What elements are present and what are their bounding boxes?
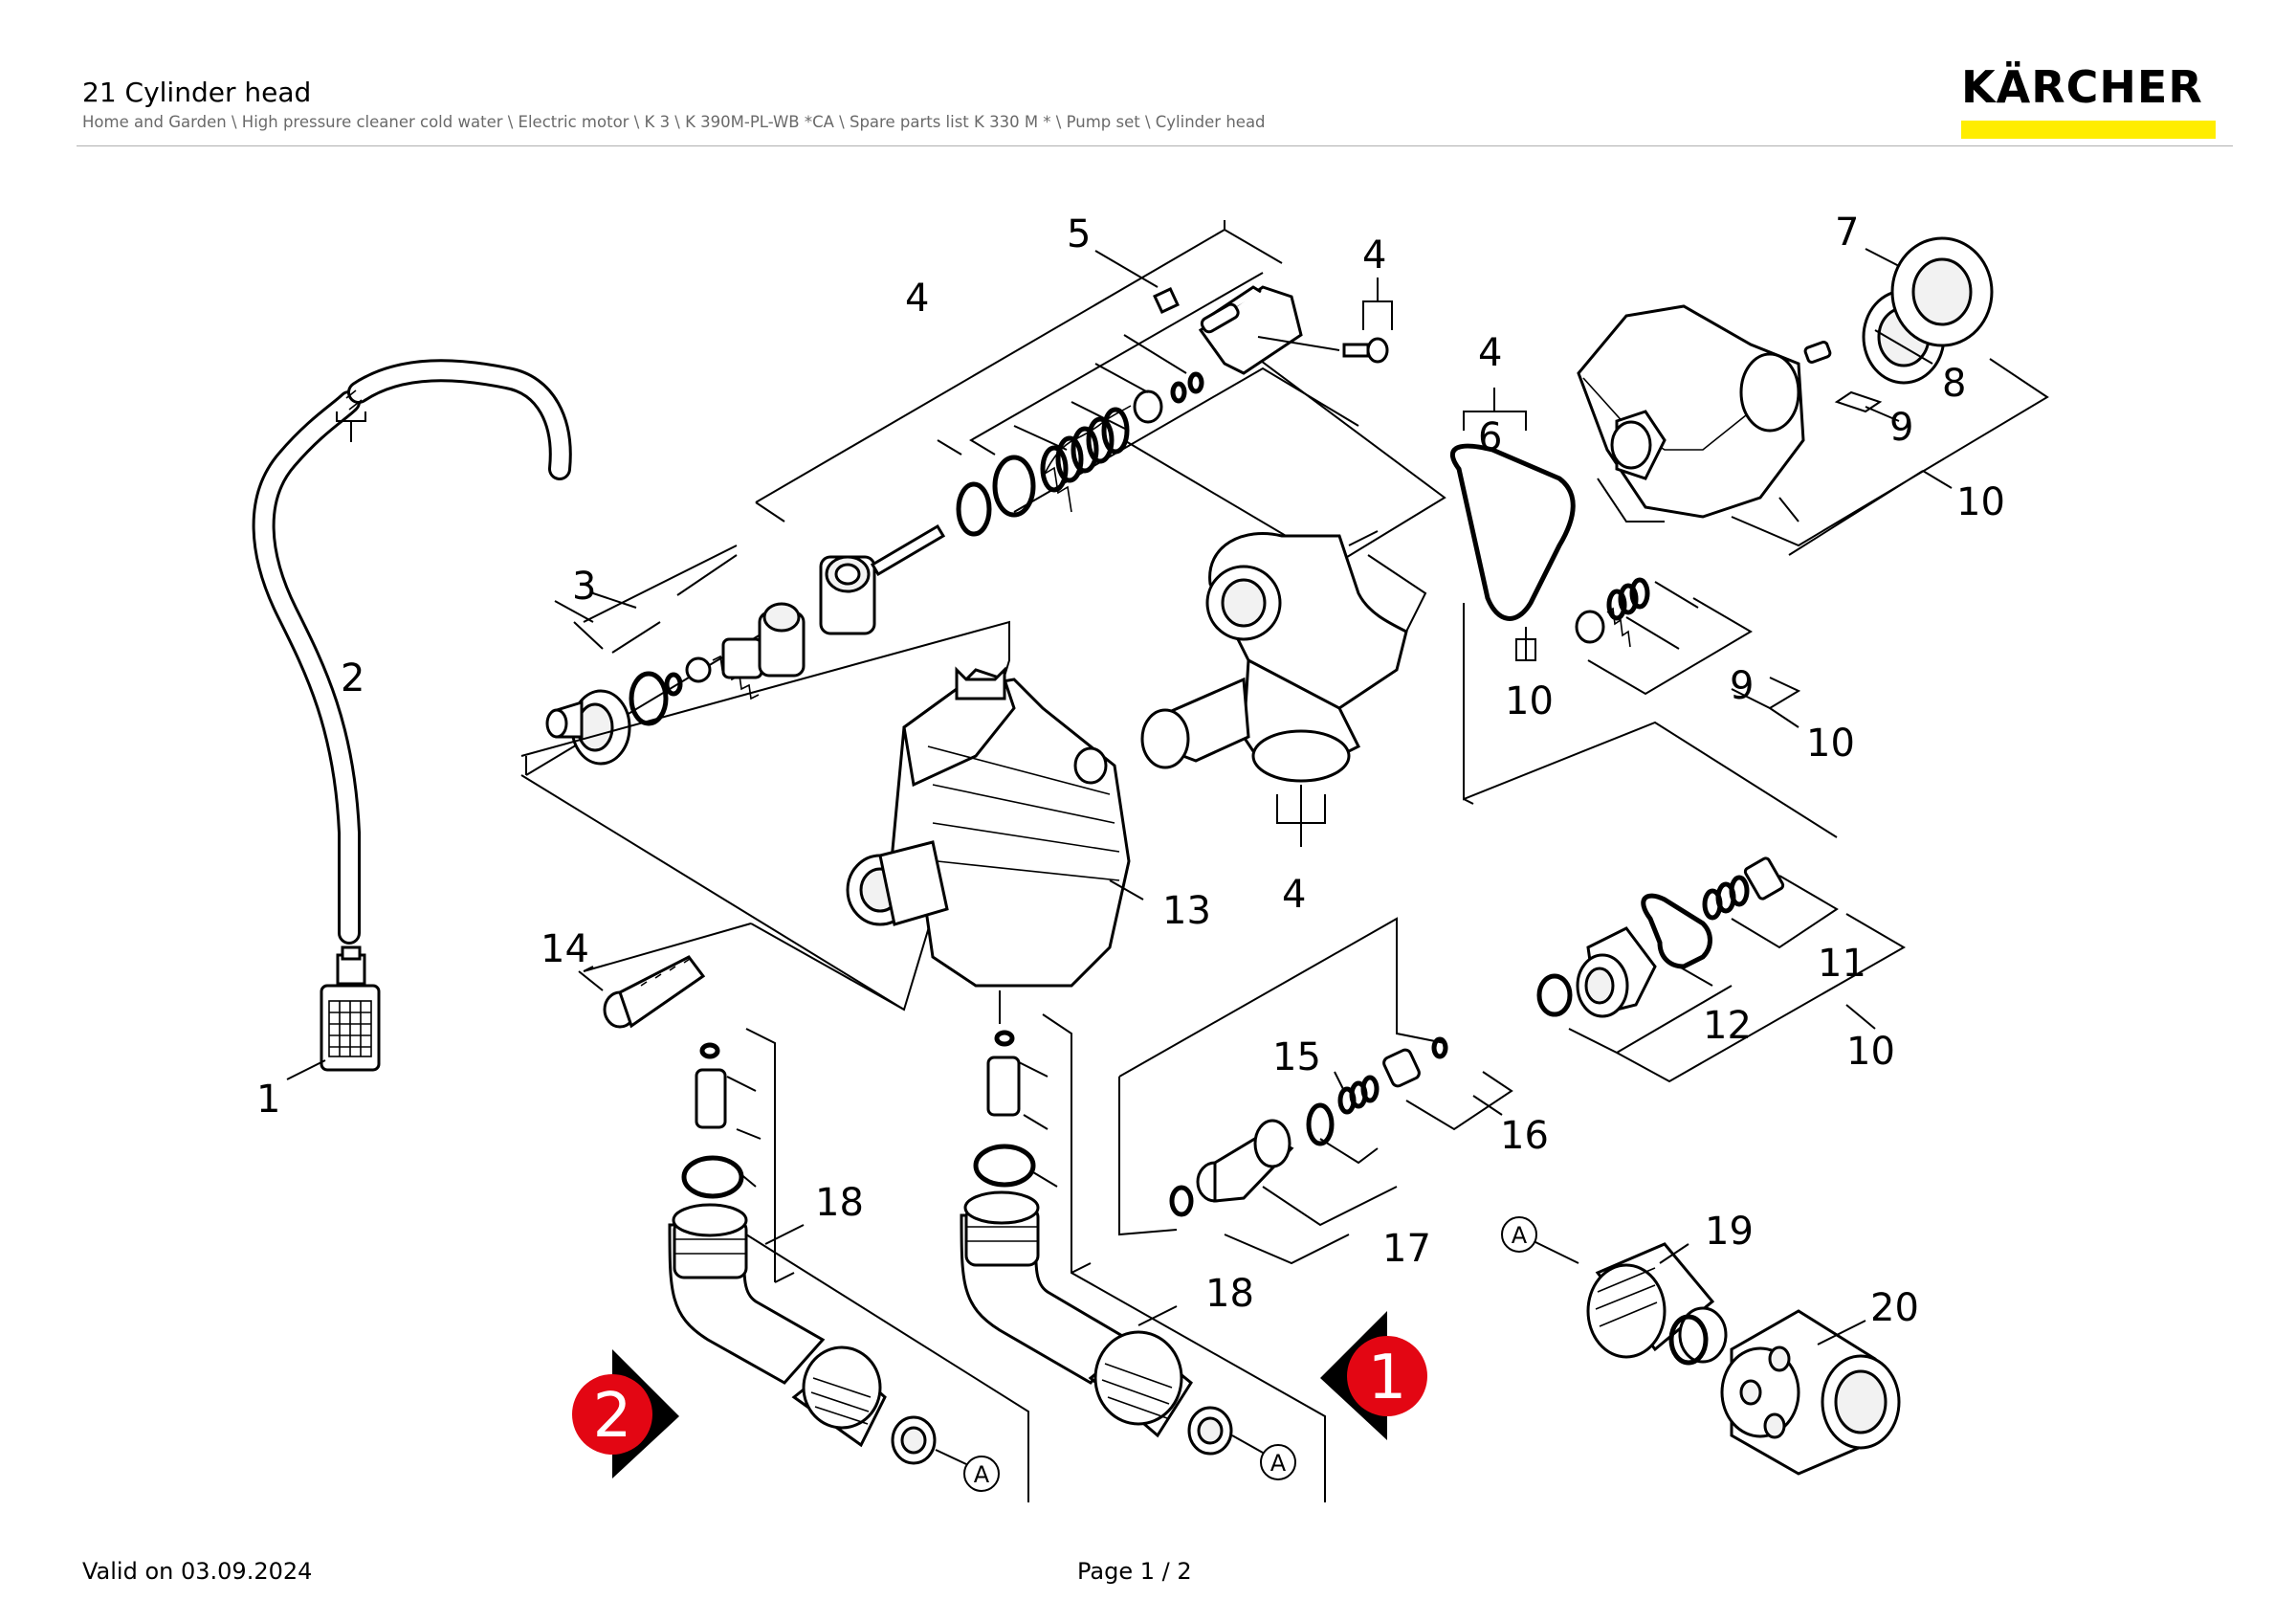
label-10-mid: 10 (1806, 722, 1855, 766)
marker-a-left: A (935, 1449, 1000, 1492)
badge-2: 2 (572, 1349, 679, 1478)
svg-text:1: 1 (1368, 1343, 1407, 1413)
label-9-upper: 9 (1889, 406, 1913, 450)
valid-date: Valid on 03.09.2024 (82, 1558, 313, 1585)
label-20: 20 (1870, 1286, 1919, 1330)
svg-text:A: A (1512, 1222, 1528, 1249)
valve-15-16-17 (1118, 917, 1513, 1265)
label-4-upper-left: 4 (905, 277, 929, 321)
marker-a-coupling: A (1501, 1216, 1579, 1264)
label-7: 7 (1835, 211, 1859, 255)
label-11: 11 (1818, 942, 1866, 986)
elbow-18-left (668, 1028, 1029, 1502)
valve-9-10 (1575, 577, 1801, 728)
karcher-logo: KÄRCHER (1961, 63, 2216, 139)
cylinder-head-housing (1140, 530, 1427, 847)
label-3: 3 (572, 565, 596, 609)
label-16: 16 (1500, 1114, 1549, 1158)
part-labels: 1 2 3 4 4 4 4 4 5 6 7 8 9 9 10 10 10 10 … (256, 211, 2005, 1330)
valve-set-4-upper (755, 220, 1446, 635)
header-divider (77, 145, 2233, 146)
pump-body-13 (520, 620, 1144, 1024)
label-4-screw: 4 (1362, 233, 1386, 278)
page-number: Page 1 / 2 (1077, 1558, 1192, 1585)
cylinder-head-right (1577, 236, 2049, 556)
label-6: 6 (1478, 415, 1502, 459)
svg-text:A: A (1270, 1450, 1287, 1477)
label-18-right: 18 (1205, 1272, 1254, 1316)
label-13: 13 (1162, 889, 1211, 933)
logo-yellow-bar (1961, 121, 2216, 139)
breadcrumb: Home and Garden \ High pressure cleaner … (82, 113, 1266, 131)
label-18-left: 18 (815, 1181, 864, 1225)
label-9-lower: 9 (1730, 664, 1754, 708)
couplings-19-20 (1586, 1242, 1901, 1476)
svg-text:2: 2 (593, 1381, 632, 1452)
label-4-seal: 4 (1478, 331, 1502, 375)
label-5: 5 (1067, 212, 1091, 256)
label-4-bracket: 4 (1282, 873, 1306, 917)
screw-14 (578, 923, 752, 1029)
label-15: 15 (1272, 1035, 1321, 1079)
svg-text:A: A (974, 1461, 990, 1488)
label-1: 1 (256, 1078, 280, 1122)
label-14: 14 (541, 927, 589, 971)
elbow-18-right (960, 1013, 1326, 1502)
hose-assembly (252, 359, 572, 1080)
logo-wordmark: KÄRCHER (1961, 61, 2203, 113)
valve-11-12 (1463, 603, 1906, 1083)
label-10-lower: 10 (1846, 1030, 1895, 1074)
page-title: 21 Cylinder head (82, 77, 312, 108)
label-17: 17 (1382, 1227, 1431, 1271)
badge-1: 1 (1320, 1311, 1427, 1440)
label-2: 2 (341, 656, 364, 700)
marker-a-right: A (1231, 1434, 1296, 1480)
label-10-upper: 10 (1956, 480, 2005, 524)
label-19: 19 (1705, 1210, 1754, 1254)
valve-group-3 (525, 545, 806, 776)
label-10-seal: 10 (1505, 679, 1554, 723)
clip-and-screw (1094, 250, 1393, 375)
connector-markers: A A A (935, 1216, 1579, 1492)
seal-6 (1450, 388, 1576, 661)
label-12: 12 (1703, 1004, 1752, 1048)
label-8: 8 (1942, 362, 1966, 406)
